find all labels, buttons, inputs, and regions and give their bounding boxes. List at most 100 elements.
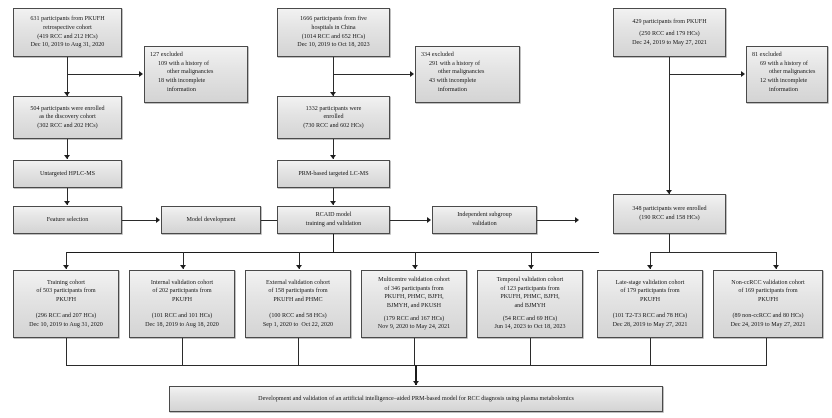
- subgroup-enrolled-line-1: 348 participants were enrolled: [632, 206, 707, 213]
- cohort-line-3: PKUFH: [757, 296, 779, 303]
- cohort-line-3: PKUFH, PHMC, BJFH,: [500, 294, 560, 301]
- discovery-source-line-1: 631 participants from PKUFH: [30, 16, 105, 23]
- connector-subgroup-excluded: [669, 74, 741, 75]
- validation-source-line-1: 1666 participants from five: [300, 16, 367, 23]
- validation-source-line-2: hospitals in China: [311, 24, 356, 31]
- arrow-discovery-excluded: [139, 70, 143, 77]
- cohort-line-7: Jun 14, 2023 to Oct 18, 2023: [494, 324, 566, 331]
- arrow-validation-excluded: [410, 70, 414, 77]
- validation-excluded-line-5: information: [438, 86, 467, 93]
- independent-subgroup-line-1: Independent subgroup: [457, 212, 512, 219]
- box-validation-source: 1666 participants from five hospitals in…: [277, 8, 390, 57]
- connector-discovery-excluded: [67, 74, 139, 75]
- box-feature-selection: Feature selection: [13, 206, 122, 234]
- box-independent-subgroup-validation: Independent subgroup validation: [432, 206, 537, 234]
- cohort-line-7: Dec 28, 2019 to May 27, 2021: [612, 321, 688, 328]
- validation-excluded-line-3: other malignancies: [438, 69, 485, 76]
- cohort-line-2: of 503 participants from: [36, 288, 96, 295]
- connector-internal-down: [182, 338, 183, 365]
- arrow-untargeted: [63, 155, 70, 159]
- cohort-line-6: (296 RCC and 207 HCs): [35, 313, 97, 320]
- box-validation-enrolled: 1332 participants were enrolled (730 RCC…: [277, 96, 390, 139]
- connector-validation-to-prm: [333, 139, 334, 159]
- discovery-enrolled-line-3: (302 RCC and 202 HCs): [37, 122, 98, 129]
- box-subgroup-source: 429 participants from PKUFH (250 RCC and…: [613, 8, 726, 57]
- arrow-training-cohort: [62, 265, 69, 269]
- subgroup-excluded-line-1: 81 excluded: [752, 52, 782, 58]
- cohort-line-6: (179 RCC and 167 HCs): [383, 315, 445, 322]
- validation-enrolled-line-3: (730 RCC and 602 HCs): [303, 122, 364, 129]
- cohort-box: Late-stage validation cohort of 179 part…: [597, 270, 703, 338]
- cohort-line-3: PKUFH and PHMC: [273, 296, 323, 303]
- validation-excluded-line-1: 334 excluded: [421, 52, 454, 58]
- connector-external-down: [298, 338, 299, 365]
- connector-bus-to-multicentre: [415, 252, 416, 269]
- cohort-line-1: Training cohort: [46, 279, 85, 286]
- cohort-line-7: Nov 9, 2020 to May 24, 2021: [377, 324, 451, 331]
- connector-bus-to-late-stage: [650, 252, 651, 269]
- feature-selection-label: Feature selection: [46, 216, 89, 223]
- arrow-subgroup-enrolled-in: [575, 216, 579, 223]
- connector-temporal-down: [530, 338, 531, 365]
- discovery-excluded-line-3: other malignancies: [167, 69, 214, 76]
- conclusion-text: Development and validation of an artific…: [258, 395, 574, 402]
- arrow-external-validation-cohort: [295, 265, 302, 269]
- arrow-non-ccrcc-validation-cohort: [772, 265, 779, 269]
- connector-validation-stem: [333, 57, 334, 96]
- arrow-prm-targeted: [329, 155, 336, 159]
- subgroup-source-line-4: Dec 24, 2019 to May 27, 2021: [632, 39, 707, 46]
- validation-source-line-4: Dec 10, 2019 to Oct 18, 2023: [297, 42, 370, 49]
- cohort-line-2: of 123 participants from: [500, 285, 560, 292]
- subgroup-excluded-line-2: 69 with a history of: [760, 60, 808, 67]
- connector-late-stage-down: [650, 338, 651, 365]
- arrow-subgroup-enrolled: [665, 190, 672, 194]
- validation-enrolled-line-2: enrolled: [323, 114, 344, 121]
- connector-subgroup-to-enrolled: [537, 220, 575, 221]
- connector-prm-to-rcaid: [333, 188, 334, 205]
- validation-excluded-line-4: 43 with incomplete: [429, 77, 477, 84]
- connector-bus-to-temporal: [531, 252, 532, 269]
- arrow-subgroup-excluded: [741, 70, 745, 77]
- box-subgroup-excluded: 81 excluded 69 with a history of other m…: [746, 46, 828, 103]
- subgroup-excluded-line-4: 12 with incomplete: [760, 77, 808, 84]
- box-validation-excluded: 334 excluded 291 with a history of other…: [415, 46, 520, 103]
- cohort-line-4: BJMYH, and PKUSH: [386, 303, 442, 310]
- rcaid-model-line-1: RCAID model: [315, 212, 352, 219]
- connector-discovery-stem: [67, 57, 68, 96]
- cohort-line-2: of 179 participants from: [620, 288, 680, 295]
- discovery-excluded-line-4: 18 with incomplete: [158, 77, 206, 84]
- cohort-box: Non-ccRCC validation cohort of 169 parti…: [713, 270, 823, 338]
- arrow-feature-selection: [63, 201, 70, 205]
- cohort-line-1: Multicentre validation cohort: [378, 277, 450, 284]
- subgroup-enrolled-line-2: (190 RCC and 158 HCs): [639, 215, 700, 221]
- connector-training-down: [66, 338, 67, 365]
- validation-source-line-3: (1014 RCC and 652 HCs): [301, 33, 366, 40]
- cohort-line-2: of 169 participants from: [738, 288, 798, 295]
- box-discovery-excluded: 127 excluded 109 with a history of other…: [144, 46, 248, 103]
- connector-multicentre-down: [414, 338, 415, 365]
- discovery-excluded-line-2: 109 with a history of: [158, 60, 209, 67]
- arrow-late-stage-validation-cohort: [646, 265, 653, 269]
- box-prm-targeted-lcms: PRM-based targeted LC-MS: [277, 160, 390, 188]
- subgroup-source-line-1: 429 participants from PKUFH: [632, 18, 707, 25]
- discovery-excluded-line-1: 127 excluded: [150, 52, 183, 58]
- cohort-line-3: PKUFH: [171, 296, 193, 303]
- cohort-line-6: (101 RCC and 101 HCs): [151, 313, 213, 320]
- validation-enrolled-line-1: 1332 participants were: [305, 105, 362, 112]
- cohort-line-1: Non-ccRCC validation cohort: [731, 279, 805, 286]
- box-conclusion: Development and validation of an artific…: [169, 386, 663, 412]
- rcaid-model-line-2: training and validation: [305, 221, 362, 227]
- connector-discovery-to-hplc: [67, 139, 68, 159]
- prm-targeted-label: PRM-based targeted LC-MS: [298, 170, 369, 177]
- arrow-temporal-validation-cohort: [527, 265, 534, 269]
- cohort-box: Training cohort of 503 participants from…: [13, 270, 119, 338]
- cohort-line-1: Internal validation cohort: [150, 279, 214, 286]
- subgroup-excluded-line-3: other malignancies: [769, 69, 816, 76]
- subgroup-source-line-3: (250 RCC and 179 HCs): [639, 31, 700, 38]
- connector-subgroup-bus-stem: [669, 234, 670, 252]
- connector-rcaid-bus-stem: [332, 234, 335, 252]
- cohort-line-2: of 158 participants from: [268, 288, 328, 295]
- cohort-box: Internal validation cohort of 202 partic…: [129, 270, 235, 338]
- arrow-model-development: [156, 216, 160, 223]
